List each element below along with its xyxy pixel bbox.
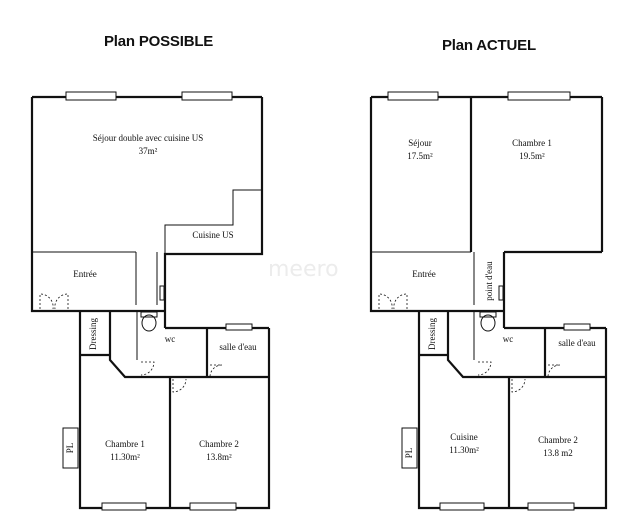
room-label-kitchen: Cuisine US: [192, 230, 233, 240]
toilet-icon: [141, 314, 157, 332]
room-label-water-point: point d'eau: [484, 261, 494, 301]
room-label-bedroom2: Chambre 2: [538, 435, 578, 445]
room-label-bedroom1: Chambre 1: [512, 138, 552, 148]
window: [507, 91, 571, 101]
room-label-bedroom-left: Chambre 1: [105, 439, 145, 449]
plan-possible-title: Plan POSSIBLE: [104, 33, 213, 50]
room-label-wc: wc: [165, 334, 176, 344]
watermark: meero: [268, 257, 339, 282]
pl-closet: [62, 427, 79, 469]
window: [101, 502, 147, 511]
room-label-wc: wc: [503, 334, 514, 344]
room-label-main: Séjour double avec cuisine US: [93, 133, 203, 143]
room-label-entrance: Entrée: [412, 269, 435, 279]
room-label-dressing: Dressing: [88, 318, 98, 350]
room-label-bathroom: salle d'eau: [558, 338, 596, 348]
room-label-bathroom: salle d'eau: [219, 342, 257, 352]
plan-actuel-title: Plan ACTUEL: [442, 37, 536, 54]
room-area-living: 17.5m²: [407, 151, 433, 161]
window: [181, 91, 233, 101]
room-label-entrance: Entrée: [73, 269, 96, 279]
room-label-dressing: Dressing: [427, 318, 437, 350]
window: [189, 502, 237, 511]
room-area-bedroom1: 19.5m²: [519, 151, 545, 161]
plan-possible: Plan POSSIBLE: [30, 33, 271, 511]
radiator: [159, 285, 165, 301]
room-label-bedroom-right: Chambre 2: [199, 439, 239, 449]
room-label-pl: PL: [404, 448, 414, 459]
room-area-bedroom-left: 11.30m²: [110, 452, 140, 462]
room-area-bedroom-right: 13.8m²: [206, 452, 232, 462]
pl-closet: [401, 427, 418, 469]
toilet-icon: [480, 314, 496, 332]
window: [65, 91, 117, 101]
room-label-pl: PL: [65, 443, 75, 454]
room-area-main: 37m²: [139, 146, 158, 156]
radiator: [498, 285, 504, 301]
window: [527, 502, 575, 511]
plan-actuel: Plan ACTUEL: [369, 37, 608, 511]
room-area-bedroom2: 13.8 m2: [543, 448, 573, 458]
window: [563, 323, 591, 331]
window: [225, 323, 253, 331]
window: [387, 91, 439, 101]
room-label-living: Séjour: [408, 138, 432, 148]
window: [439, 502, 485, 511]
room-label-kitchen: Cuisine: [450, 432, 478, 442]
room-area-kitchen: 11.30m²: [449, 445, 479, 455]
